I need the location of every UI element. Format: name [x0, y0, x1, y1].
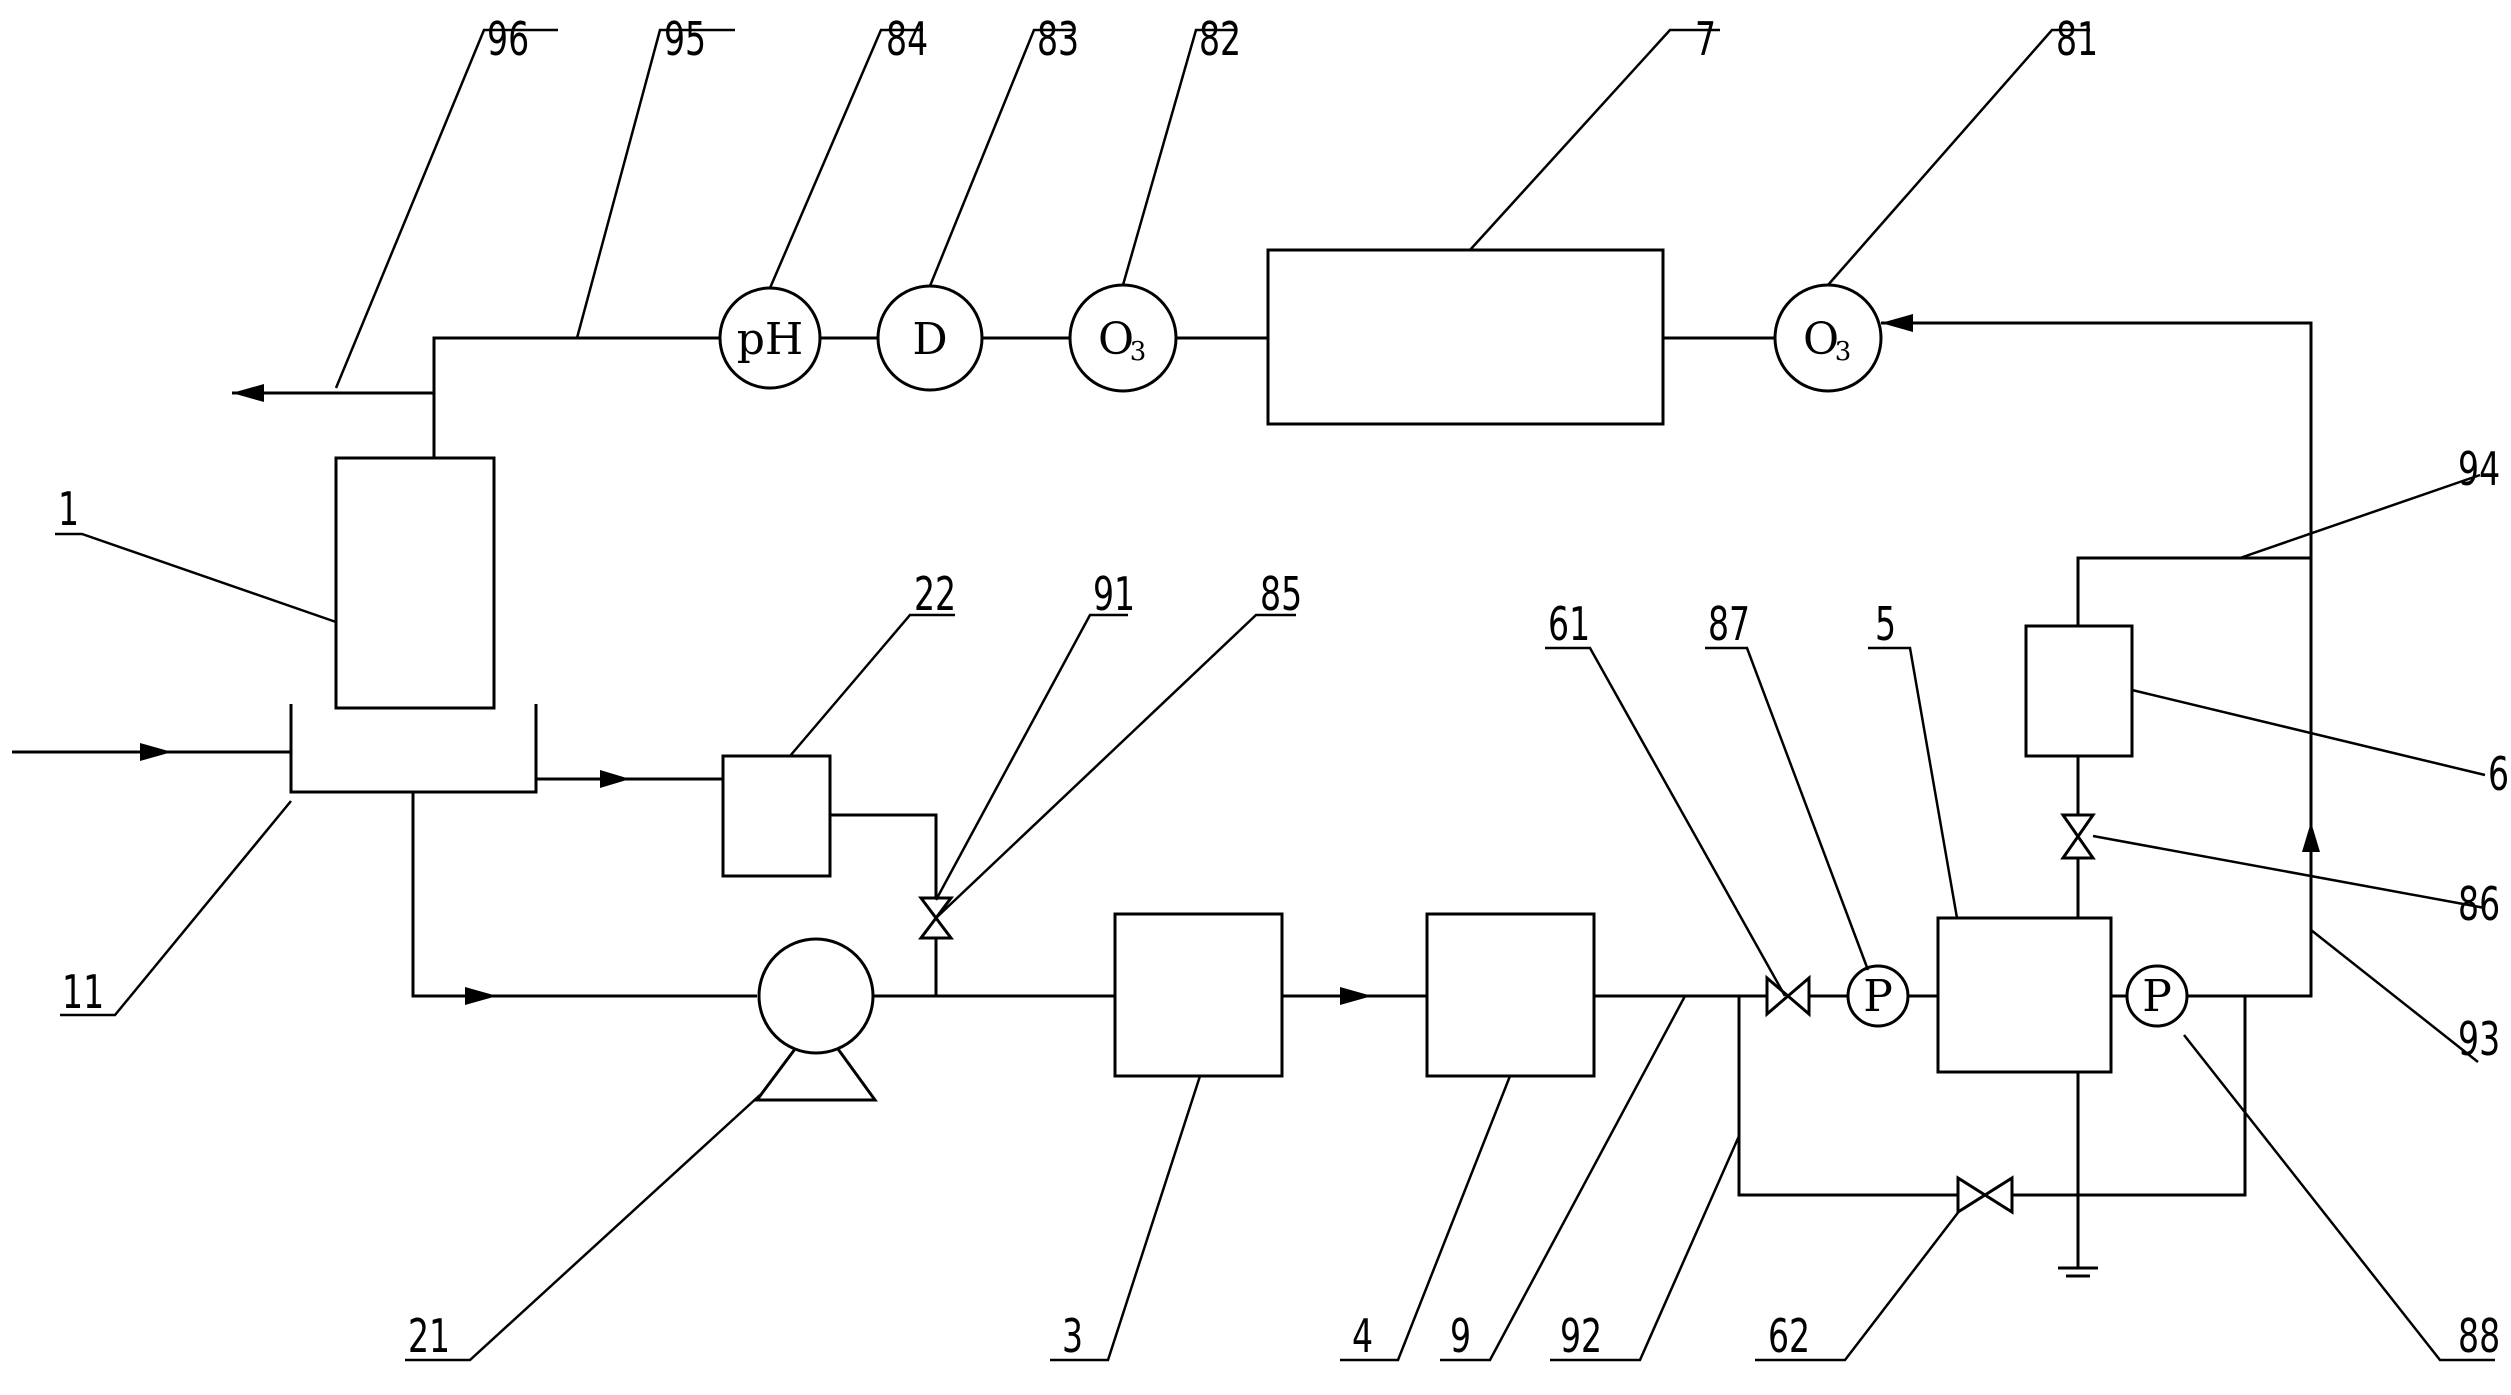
label-92: 92 [1560, 1311, 1602, 1364]
pressure-gauge-88: P [2125, 964, 2189, 1028]
pump-21 [757, 937, 875, 1055]
d-gauge-83: D [876, 284, 984, 392]
label-21: 21 [408, 1311, 450, 1364]
ph-gauge-84: pH [718, 286, 822, 390]
label-85: 85 [1260, 569, 1302, 622]
unit-22 [721, 754, 832, 878]
label-1: 1 [58, 484, 79, 537]
label-86: 86 [2458, 879, 2500, 932]
flow-arrow-93 [2302, 822, 2320, 852]
label-82: 82 [1199, 14, 1241, 67]
svg-text:O: O [1098, 314, 1134, 365]
o3-gauge-81: O 3 [1773, 283, 1883, 393]
flow-arrow-81 [1881, 314, 1913, 332]
label-94: 94 [2458, 444, 2500, 497]
valve-86 [2060, 813, 2096, 860]
pipe-basin-pump [411, 792, 757, 998]
flow-arrow-pump [465, 987, 497, 1005]
svg-text:P: P [1863, 971, 1893, 1022]
leader-lines [55, 28, 2495, 1362]
label-7: 7 [1695, 14, 1716, 67]
label-87: 87 [1708, 599, 1750, 652]
label-6: 6 [2488, 749, 2509, 802]
label-83: 83 [1037, 14, 1079, 67]
valve-62 [1956, 1175, 2014, 1215]
label-62: 62 [1768, 1311, 1810, 1364]
valve-61 [1765, 974, 1811, 1018]
svg-text:P: P [2142, 971, 2172, 1022]
pipe-92-return [2012, 996, 2247, 1197]
unit-7 [1266, 248, 1665, 426]
o3-gauge-82: O 3 [1068, 283, 1178, 393]
pipe-92 [1737, 996, 1958, 1197]
label-84: 84 [886, 14, 928, 67]
label-81: 81 [2056, 14, 2098, 67]
pump-21-base [754, 1048, 878, 1102]
unit-4 [1425, 912, 1596, 1078]
pipe-94 [2076, 556, 2311, 626]
label-9: 9 [1450, 1311, 1471, 1364]
label-61: 61 [1548, 599, 1590, 652]
label-5: 5 [1875, 599, 1896, 652]
label-11: 11 [62, 967, 104, 1020]
label-91: 91 [1093, 569, 1135, 622]
label-4: 4 [1352, 1311, 1373, 1364]
svg-text:3: 3 [1130, 337, 1147, 367]
label-95: 95 [664, 14, 706, 67]
svg-text:pH: pH [737, 314, 804, 365]
svg-text:3: 3 [1835, 337, 1852, 367]
label-96: 96 [487, 14, 529, 67]
flow-arrow-inlet [140, 743, 172, 761]
label-88: 88 [2458, 1311, 2500, 1364]
label-93: 93 [2458, 1014, 2500, 1067]
svg-text:D: D [912, 314, 947, 365]
svg-text:O: O [1803, 314, 1839, 365]
label-22: 22 [914, 569, 956, 622]
label-3: 3 [1062, 1311, 1083, 1364]
flow-arrow-96 [232, 384, 264, 402]
pressure-gauge-87: P [1846, 964, 1910, 1028]
flow-arrow-3-4 [1340, 987, 1372, 1005]
flow-arrow-22 [600, 770, 630, 788]
unit-3 [1113, 912, 1284, 1078]
pipe-95 [432, 336, 720, 458]
unit-5 [1936, 916, 2113, 1074]
pipe-93 [1881, 321, 2313, 998]
basin-11 [289, 704, 538, 794]
unit-6 [2024, 624, 2134, 758]
tank-1 [334, 456, 496, 710]
